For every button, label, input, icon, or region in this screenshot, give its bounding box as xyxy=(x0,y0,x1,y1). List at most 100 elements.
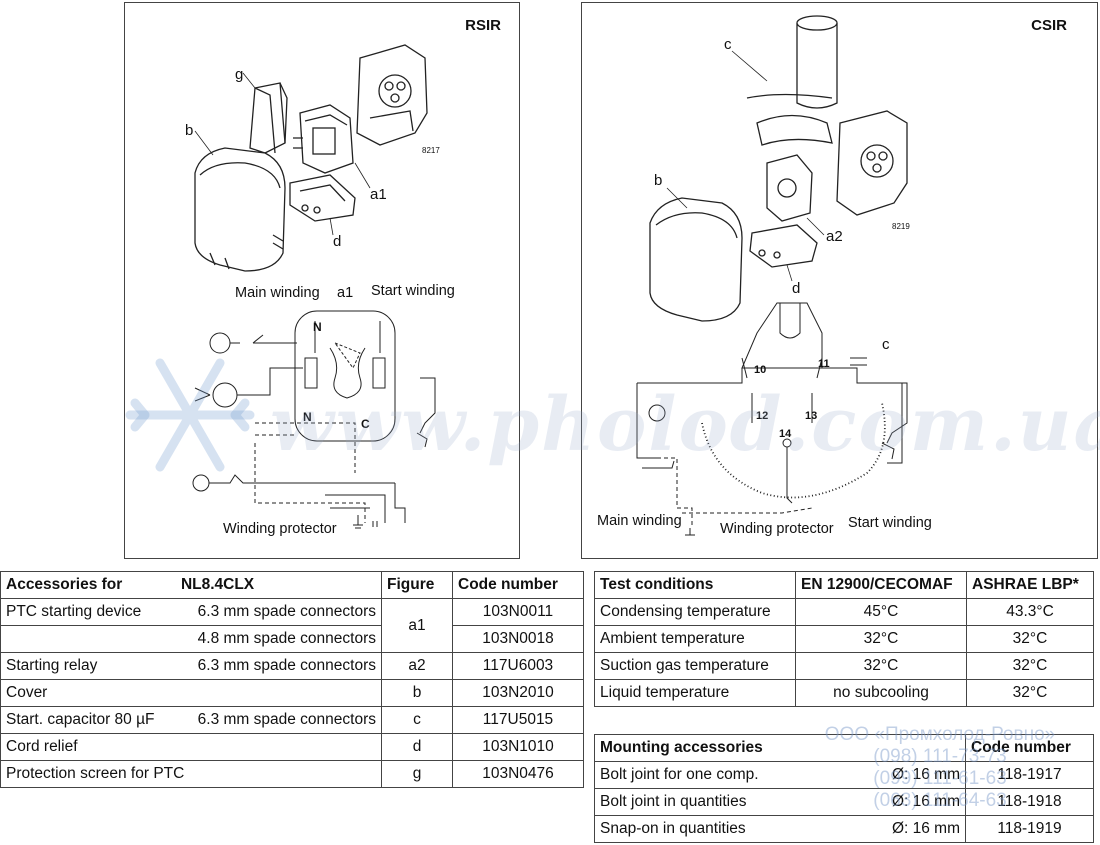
code-number-header: Code number xyxy=(452,571,584,599)
figure-cell: a1 xyxy=(381,598,453,653)
label-c-top: c xyxy=(724,36,732,53)
cover-drawing-csir xyxy=(649,197,743,322)
label-b-csir: b xyxy=(654,172,662,189)
label-start-winding-csir: Start winding xyxy=(848,515,932,531)
table-row: 4.8 mm spade connectors 103N0018 xyxy=(0,625,584,653)
accessory-name: Start. capacitor 80 µF xyxy=(6,711,155,728)
terminal-11: 11 xyxy=(818,358,830,370)
mounting-code: 118-1917 xyxy=(965,761,1094,789)
mounting-accessories-table: Mounting accessories Code number Bolt jo… xyxy=(594,734,1094,843)
table-row: Suction gas temperature 32°C 32°C xyxy=(594,652,1094,680)
mounting-code: 118-1918 xyxy=(965,788,1094,816)
label-a1: a1 xyxy=(370,186,387,203)
ptc-device-drawing xyxy=(293,104,354,174)
table-row: Cover b 103N2010 xyxy=(0,679,584,707)
accessory-name: PTC starting device xyxy=(6,603,142,620)
table-row: Protection screen for PTC g 103N0476 xyxy=(0,760,584,788)
table-row: PTC starting device 6.3 mm spade connect… xyxy=(0,598,584,653)
figure-cell: g xyxy=(381,760,453,788)
mounting-header: Mounting accessories xyxy=(594,734,966,762)
accessory-cell: 4.8 mm spade connectors xyxy=(0,625,382,653)
condition-name: Ambient temperature xyxy=(594,625,796,653)
accessory-detail: 6.3 mm spade connectors xyxy=(197,657,376,674)
model-header: NL8.4CLX xyxy=(180,576,255,593)
terminal-14: 14 xyxy=(779,428,792,440)
label-main-winding-csir: Main winding xyxy=(597,513,682,529)
figure-cell: b xyxy=(381,679,453,707)
rsir-diagram-panel: RSIR xyxy=(124,2,520,559)
accessory-cell: Protection screen for PTC xyxy=(0,760,382,788)
csir-circuit xyxy=(636,302,908,536)
terminal-10: 10 xyxy=(754,364,766,376)
ashrae-value: 32°C xyxy=(966,625,1094,653)
code-cell: 103N0476 xyxy=(452,760,584,788)
ashrae-value: 32°C xyxy=(966,679,1094,707)
table-row: Starting relay 6.3 mm spade connectors a… xyxy=(0,652,584,680)
code-cell: 103N1010 xyxy=(452,733,584,761)
table-row: Start. capacitor 80 µF 6.3 mm spade conn… xyxy=(0,706,584,734)
mounting-cell: Snap-on in quantities Ø: 16 mm xyxy=(594,815,966,843)
label-winding-protector: Winding protector xyxy=(223,521,337,537)
table-row: Liquid temperature no subcooling 32°C xyxy=(594,679,1094,707)
test-conditions-header: Test conditions xyxy=(594,571,796,599)
table-row: Bolt joint for one comp. Ø: 16 mm 118-19… xyxy=(594,761,1094,789)
mounting-cell: Bolt joint in quantities Ø: 16 mm xyxy=(594,788,966,816)
cover-drawing xyxy=(194,147,286,272)
accessories-header-row: Accessories for NL8.4CLX Figure Code num… xyxy=(0,571,584,599)
code-cell: 103N2010 xyxy=(452,679,584,707)
mounting-size: Ø: 16 mm xyxy=(891,793,960,810)
label-start-winding: Start winding xyxy=(371,283,455,299)
label-c-right: c xyxy=(882,336,890,353)
accessories-table: Accessories for NL8.4CLX Figure Code num… xyxy=(0,571,584,788)
mounting-size: Ø: 16 mm xyxy=(891,820,960,837)
accessory-name: Cord relief xyxy=(6,738,78,755)
figure-cell: d xyxy=(381,733,453,761)
label-d: d xyxy=(333,233,341,250)
figure-header: Figure xyxy=(381,571,453,599)
csir-drawing: c b a2 d 8219 c 10 11 12 13 14 Main wind… xyxy=(597,15,932,537)
label-a2: a2 xyxy=(826,228,843,245)
table-row: Ambient temperature 32°C 32°C xyxy=(594,625,1094,653)
test-header-row: Test conditions EN 12900/CECOMAF ASHRAE … xyxy=(594,571,1094,599)
accessory-detail: 6.3 mm spade connectors xyxy=(197,603,376,620)
code-cell: 117U6003 xyxy=(452,652,584,680)
label-g: g xyxy=(235,66,243,83)
table-row: Snap-on in quantities Ø: 16 mm 118-1919 xyxy=(594,815,1094,843)
mounting-name: Bolt joint in quantities xyxy=(600,793,747,810)
mounting-code: 118-1919 xyxy=(965,815,1094,843)
mounting-cell: Bolt joint for one comp. Ø: 16 mm xyxy=(594,761,966,789)
label-c: C xyxy=(361,417,370,431)
figure-code: 8217 xyxy=(422,146,440,155)
mounting-code-header: Code number xyxy=(965,734,1094,762)
table-row: Bolt joint in quantities Ø: 16 mm 118-19… xyxy=(594,788,1094,816)
figure-cell: c xyxy=(381,706,453,734)
test-conditions-table: Test conditions EN 12900/CECOMAF ASHRAE … xyxy=(594,571,1094,707)
label-winding-protector-csir: Winding protector xyxy=(720,521,834,537)
capacitor-clamp-drawing xyxy=(756,114,833,146)
en-value: 45°C xyxy=(795,598,967,626)
label-d-csir: d xyxy=(792,280,800,297)
condition-name: Liquid temperature xyxy=(594,679,796,707)
accessories-header-cell: Accessories for NL8.4CLX xyxy=(0,571,382,599)
label-n-bottom: N xyxy=(303,410,312,424)
accessory-name: Protection screen for PTC xyxy=(6,765,185,782)
terminal-13: 13 xyxy=(805,410,817,422)
en-value: 32°C xyxy=(795,625,967,653)
accessory-cell: Start. capacitor 80 µF 6.3 mm spade conn… xyxy=(0,706,382,734)
accessory-cell: PTC starting device 6.3 mm spade connect… xyxy=(0,598,382,626)
accessory-cell: Cord relief xyxy=(0,733,382,761)
ashrae-header: ASHRAE LBP* xyxy=(966,571,1094,599)
table-row: Condensing temperature 45°C 43.3°C xyxy=(594,598,1094,626)
code-cell: 103N0018 xyxy=(452,625,584,653)
relay-housing-drawing xyxy=(356,44,428,146)
mounting-header-row: Mounting accessories Code number xyxy=(594,734,1094,762)
en-12900-header: EN 12900/CECOMAF xyxy=(795,571,967,599)
rsir-drawing: g b a1 d 8217 Main winding a1 Start wind… xyxy=(185,44,455,537)
label-main-winding: Main winding xyxy=(235,285,320,301)
relay-housing-drawing-csir xyxy=(836,110,908,216)
figure-cell: a2 xyxy=(381,652,453,680)
terminal-12: 12 xyxy=(756,410,768,422)
rsir-circuit xyxy=(192,310,436,529)
accessories-for-header: Accessories for xyxy=(6,576,123,593)
accessory-name: Cover xyxy=(6,684,48,701)
